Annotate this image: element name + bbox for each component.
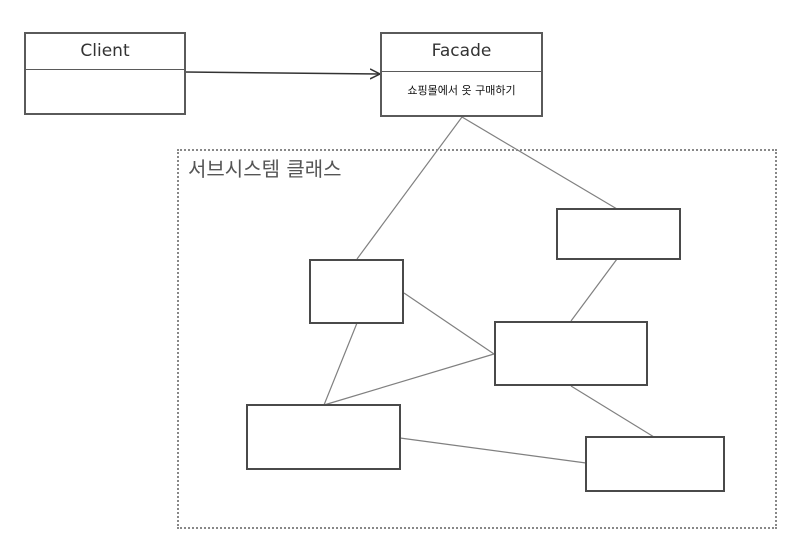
subsystem-1-to-3-line [403,292,495,355]
subsystem-3-to-5-line [570,385,655,438]
facade-box: Facade 쇼핑몰에서 옷 구매하기 [380,32,543,117]
subsystem-4-to-3-line [323,353,495,406]
facade-title: Facade [382,34,541,72]
facade-to-subsystem-2-line [461,116,618,210]
subsystem-box-1 [309,259,404,324]
facade-operation: 쇼핑몰에서 옷 구매하기 [407,84,516,97]
subsystem-region [177,149,777,529]
client-title: Client [26,34,184,70]
client-box: Client [24,32,186,115]
subsystem-label: 서브시스템 클래스 [188,157,342,181]
subsystem-box-2 [556,208,681,260]
subsystem-box-4 [246,404,401,470]
subsystem-2-to-3-line [570,258,618,322]
subsystem-4-to-5-line [399,437,587,464]
subsystem-1-to-4-line [323,322,358,406]
subsystem-box-3 [494,321,648,386]
client-to-facade-arrow [184,72,380,74]
subsystem-box-5 [585,436,725,492]
facade-to-subsystem-1-line [356,116,463,260]
client-body [26,70,184,113]
